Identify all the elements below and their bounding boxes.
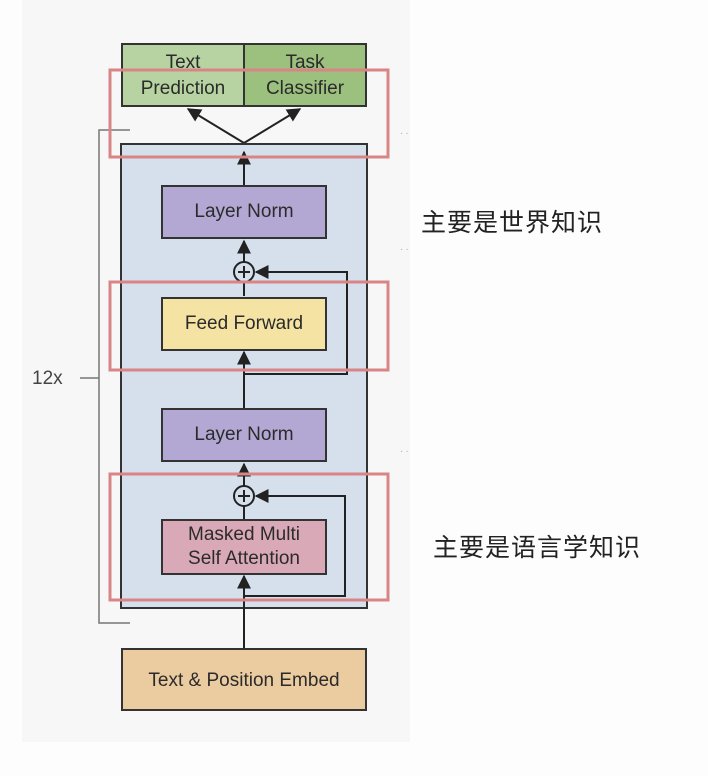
text-prediction-head — [121, 43, 245, 107]
attention-label-line1: Masked Multi — [188, 524, 300, 545]
handle-dots: ·· — [400, 244, 411, 255]
attention-label-line2: Self Attention — [188, 548, 300, 569]
highlight-box-attention — [108, 472, 390, 602]
layer-norm-bottom — [161, 408, 327, 462]
repeat-bracket — [80, 129, 130, 624]
feed-forward — [161, 297, 327, 351]
text-position-embed — [121, 648, 367, 711]
task-classifier-label-line1: Task — [285, 52, 325, 73]
layer-norm-bottom-label: Layer Norm — [194, 424, 293, 445]
add-node-bottom — [233, 485, 255, 507]
layer-norm-top-label: Layer Norm — [194, 201, 293, 222]
annotation-world-knowledge: 主要是世界知识 — [421, 208, 604, 237]
highlight-box-feed-forward — [108, 280, 390, 372]
task-classifier-label-line2: Classifier — [266, 78, 345, 99]
text-prediction-label-line1: Text — [166, 52, 202, 73]
handle-dots: ·· — [400, 446, 411, 457]
handle-dots: ·· — [400, 128, 411, 139]
masked-self-attention — [161, 519, 327, 575]
feed-forward-label: Feed Forward — [185, 313, 303, 334]
annotation-linguistic-knowledge: 主要是语言学知识 — [433, 533, 642, 562]
text-prediction-label-line2: Prediction — [141, 78, 226, 99]
residual-connection-ff — [244, 265, 348, 375]
embed-label: Text & Position Embed — [148, 670, 339, 691]
arrow-to-text-prediction — [186, 108, 245, 144]
arrow-to-task-classifier — [243, 108, 302, 144]
repeat-count-label: 12x — [32, 368, 63, 389]
highlight-box-heads — [108, 68, 390, 159]
residual-connection-attention — [244, 489, 346, 597]
task-classifier-head — [243, 43, 367, 107]
add-node-top — [233, 261, 255, 283]
layer-norm-top — [161, 185, 327, 239]
